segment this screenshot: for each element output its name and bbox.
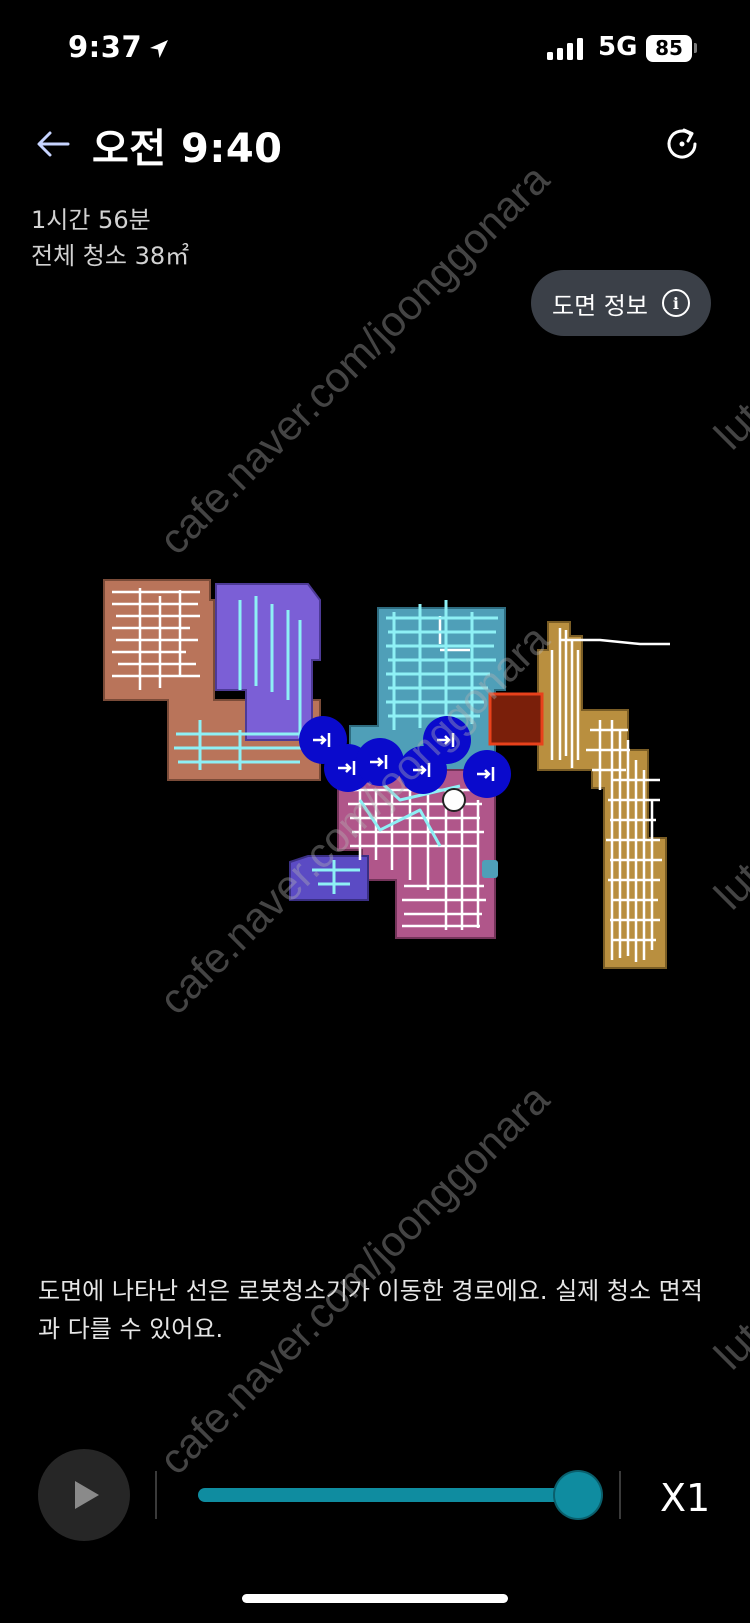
page-title: 오전 9:40 [92,126,283,172]
status-time: 9:37 [68,30,143,64]
network-type: 5G [598,32,638,62]
map-info-label: 도면 정보 [552,291,648,320]
battery-cap [694,43,697,53]
cleaning-duration: 1시간 56분 [31,206,151,234]
back-arrow-icon[interactable] [34,124,74,164]
home-indicator [242,1594,508,1603]
watermark: lute [705,377,750,459]
playback-speed-button[interactable]: X1 [660,1476,711,1520]
room-violet-small [289,855,369,901]
play-icon [75,1481,99,1509]
path-note: 도면에 나타난 선은 로봇청소기가 이동한 경로에요. 실제 청소 면적과 다를… [38,1277,703,1343]
map-info-button[interactable]: 도면 정보 i [531,270,711,336]
room-gold [537,621,667,969]
robot-path-cyan [174,596,498,894]
battery-icon: 85 [646,35,692,62]
refresh-icon[interactable] [662,124,702,164]
room-purple [215,583,321,741]
playback-progress-track[interactable] [198,1488,578,1502]
charging-dock [482,860,498,878]
cleaning-map[interactable] [0,560,750,980]
signal-bars-icon [547,38,583,60]
door-markers [299,716,511,798]
info-icon: i [661,289,690,317]
location-arrow-icon [150,40,168,58]
divider-right [619,1471,621,1519]
robot-path-white [112,588,670,962]
cleaning-area: 전체 청소 38㎡ [31,242,190,270]
divider-left [155,1471,157,1519]
watermark: cafe.naver.com/joonggonara [150,155,559,564]
highlight-zone [488,692,544,746]
play-button[interactable] [38,1449,130,1541]
playback-slider-thumb[interactable] [555,1472,601,1518]
robot-position [442,788,466,812]
